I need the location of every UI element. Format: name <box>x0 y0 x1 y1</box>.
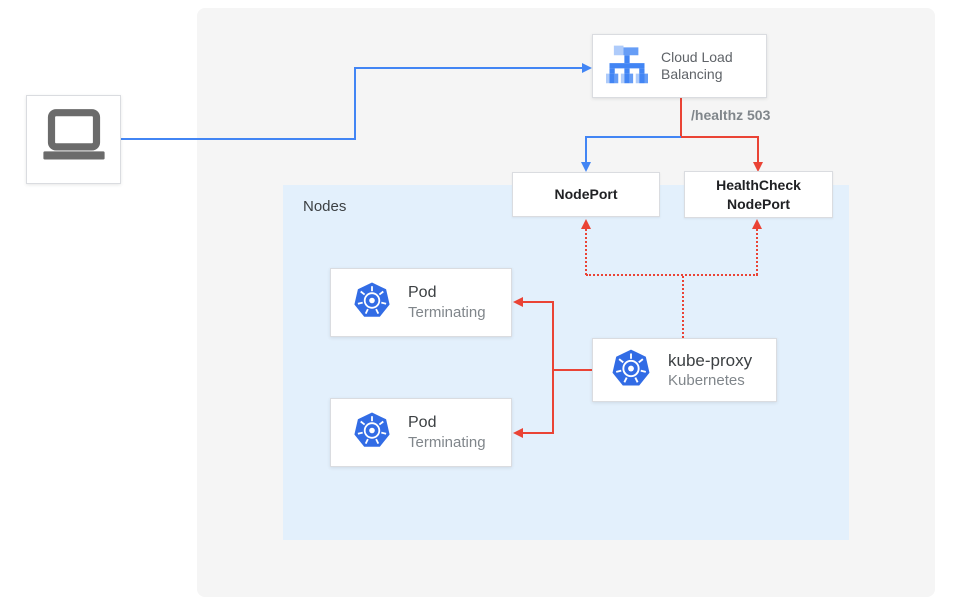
kube-proxy-subtitle: Kubernetes <box>668 371 745 389</box>
red-arrowhead-into-pod-1 <box>513 297 523 307</box>
healthcheck-nodeport-box: HealthCheck NodePort <box>684 171 833 218</box>
kube-proxy-title: kube-proxy <box>668 350 753 370</box>
kubernetes-icon <box>610 347 652 394</box>
blue-traffic-line-segment <box>585 136 587 163</box>
pod-terminating-box: Pod Terminating <box>330 268 512 337</box>
red-arrowhead-into-healthcheck-nodeport <box>753 162 763 172</box>
red-arrowhead-into-pod-2 <box>513 428 523 438</box>
kubernetes-icon <box>352 410 392 455</box>
red-dotted-kube-proxy-segment <box>682 276 684 338</box>
red-healthz-line-segment <box>681 136 759 138</box>
red-arrowhead-into-healthcheck-bottom <box>752 219 762 229</box>
red-healthz-line-segment <box>680 98 682 138</box>
red-pod-line-segment <box>522 301 554 303</box>
cloud-load-balancing-icon <box>606 44 648 89</box>
red-dotted-kube-proxy-segment <box>756 229 758 275</box>
kube-proxy-box: kube-proxy Kubernetes <box>592 338 777 402</box>
pod-status: Terminating <box>408 303 486 321</box>
healthz-503-label: /healthz 503 <box>691 107 771 123</box>
blue-traffic-line-segment <box>121 138 356 140</box>
pod-title: Pod <box>408 283 437 301</box>
red-healthz-line-segment <box>757 136 759 163</box>
pod-terminating-box: Pod Terminating <box>330 398 512 467</box>
nodes-group-label: Nodes <box>303 198 347 215</box>
blue-arrowhead-into-load-balancer <box>582 63 592 73</box>
blue-arrowhead-into-nodeport <box>581 162 591 172</box>
blue-traffic-line-segment <box>354 67 356 140</box>
red-arrowhead-into-nodeport-bottom <box>581 219 591 229</box>
red-pod-line-segment <box>522 432 554 434</box>
cloud-load-balancing-label: Cloud Load Balancing <box>661 48 733 83</box>
cloud-load-balancing-box: Cloud Load Balancing <box>592 34 767 98</box>
red-pod-line-segment <box>552 301 554 434</box>
pod-status: Terminating <box>408 433 486 451</box>
laptop-icon <box>38 107 110 172</box>
blue-traffic-line-segment <box>354 67 583 69</box>
kubernetes-icon <box>352 280 392 325</box>
red-pod-line-segment <box>552 369 592 371</box>
red-dotted-kube-proxy-segment <box>585 229 587 275</box>
pod-title: Pod <box>408 413 437 431</box>
client-box <box>26 95 121 184</box>
nodeport-box: NodePort <box>512 172 660 217</box>
red-dotted-kube-proxy-segment <box>586 274 758 276</box>
blue-traffic-line-segment <box>585 136 681 138</box>
